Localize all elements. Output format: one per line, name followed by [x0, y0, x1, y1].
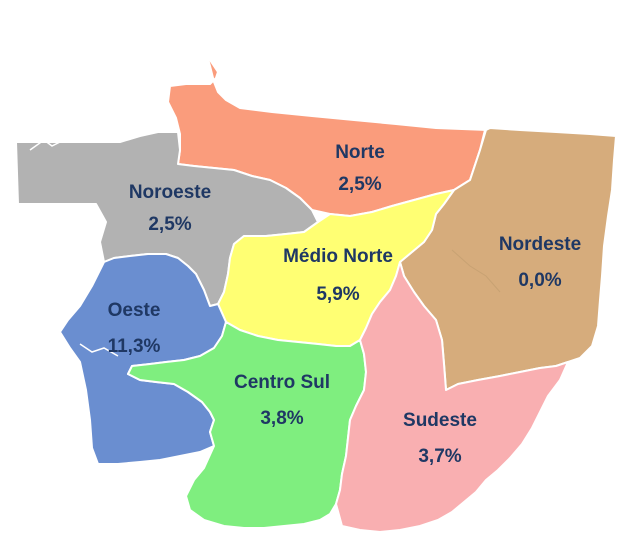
- label-norte-value: 2,5%: [338, 174, 381, 195]
- region-sudeste: [335, 261, 569, 533]
- label-norte: Norte 2,5%: [335, 142, 385, 195]
- label-sudeste: Sudeste 3,7%: [403, 410, 477, 467]
- label-nordeste: Nordeste 0,0%: [499, 234, 581, 291]
- label-oeste-name: Oeste: [108, 300, 161, 321]
- label-nordeste-name: Nordeste: [499, 234, 581, 255]
- river-line-west: [79, 343, 119, 357]
- label-noroeste-name: Noroeste: [129, 182, 211, 203]
- label-medio-norte-name: Médio Norte: [283, 246, 393, 267]
- label-oeste-value: 11,3%: [108, 336, 161, 357]
- label-medio-norte: Médio Norte 5,9%: [283, 246, 393, 305]
- label-sudeste-name: Sudeste: [403, 410, 477, 431]
- label-medio-norte-value: 5,9%: [316, 284, 359, 305]
- label-centro-sul-name: Centro Sul: [234, 372, 330, 393]
- label-norte-name: Norte: [335, 142, 385, 163]
- label-noroeste: Noroeste 2,5%: [129, 182, 211, 235]
- river-line-east: [451, 249, 501, 293]
- label-noroeste-value: 2,5%: [148, 214, 191, 235]
- label-centro-sul: Centro Sul 3,8%: [234, 372, 330, 429]
- label-centro-sul-value: 3,8%: [260, 408, 303, 429]
- label-sudeste-value: 3,7%: [418, 446, 461, 467]
- river-line-northwest: [29, 139, 61, 151]
- label-oeste: Oeste 11,3%: [108, 300, 161, 357]
- label-nordeste-value: 0,0%: [518, 270, 561, 291]
